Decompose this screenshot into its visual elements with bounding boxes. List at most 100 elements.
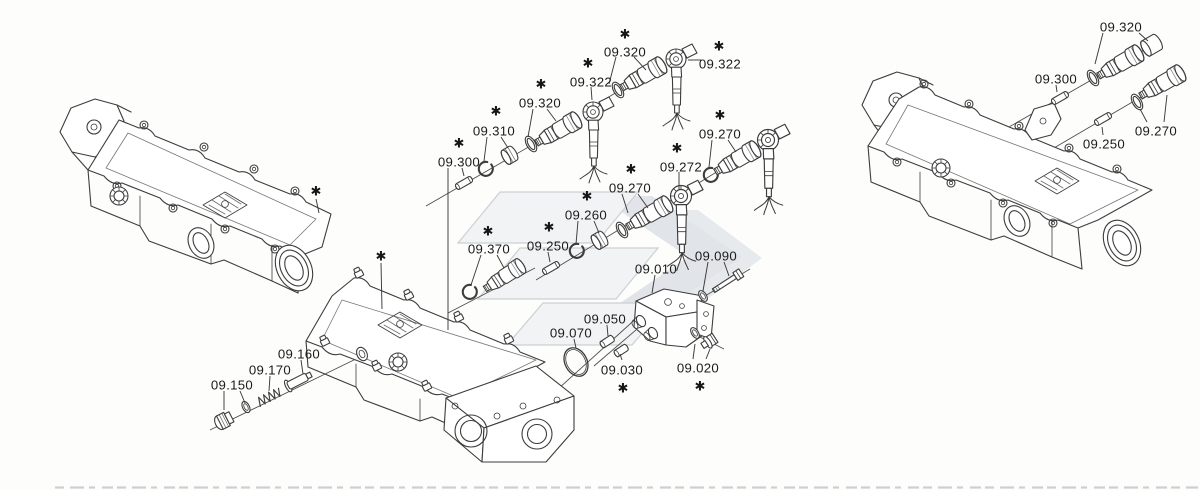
part-piston-09030 [612,342,630,359]
asterisk-09.260: ✱ [582,190,593,205]
leader-line-09.320-right [1138,32,1149,42]
asterisk-09.322-left: ✱ [583,57,594,72]
part-label-09.322-right: 09.322 [699,57,741,72]
leader-line-09.320-top [633,56,647,71]
part-sensor-09270 [1135,62,1189,105]
leader-line-09.370 [496,254,505,269]
leader-line-09.090 [702,261,709,292]
leader-line-09.090 [723,261,730,277]
leader-line-asterisk-0 [315,198,320,214]
left-housing-open-bore [187,227,215,259]
callout-layer: 09.320 ✱ 09.322 ✱ 09.322 ✱ 09.320 ✱ 09.310 ✱ 09.30… [211,20,1177,410]
asterisk-09.020: ✱ [695,380,706,395]
middle-housing-lower-bores [451,396,561,450]
asterisk-standalone-0: ✱ [311,185,322,200]
watermark [456,191,762,346]
part-label-09.030: 09.030 [601,363,643,378]
leader-line-09.260 [593,220,600,234]
part-label-09.310: 09.310 [473,124,515,139]
valve-block [593,288,715,367]
part-connector-09322 [579,96,615,184]
part-label-09.320-top: 09.320 [604,45,646,60]
leader-line-09.310 [483,136,488,162]
leader-line-asterisk-1 [380,262,383,310]
asterisk-09.300-mid: ✱ [454,137,465,152]
part-sensor-09320 [616,54,670,97]
part-pin-09300 [453,175,474,191]
part-label-09.250-mid: 09.250 [527,239,569,254]
middle-housing-knurled-boss [388,352,408,372]
leader-line-09.270-upper [727,139,737,153]
leader-line-09.270-right [1163,94,1168,123]
left-housing-main-bore [274,244,314,292]
right-housing-knurled-boss [931,158,951,178]
part-label-09.270-lower: 09.270 [609,181,651,196]
asterisk-09.370: ✱ [483,225,494,240]
leader-line-09.160 [300,359,304,375]
leader-line-09.310 [500,136,509,149]
part-label-09.090: 09.090 [695,249,737,264]
right-housing-gasket-line [885,104,1139,225]
part-oring-09320 [1084,67,1102,89]
part-washer-09150 [239,399,253,415]
middle-housing-detent-bore [355,346,369,362]
part-label-09.272-left: 09.272 [660,160,702,175]
part-label-09.370: 09.370 [468,242,510,257]
leader-line-09.300-right [1055,84,1058,93]
asterisk-standalone-1: ✱ [376,250,387,265]
right-housing-bolt-holes [892,79,1122,228]
valve-block-port [643,326,659,341]
leader-line-09.370 [470,254,482,286]
part-plug-09150 [211,409,236,432]
asterisk-09.310: ✱ [491,105,502,120]
part-ring-09310 [498,144,521,167]
asterisk-09.320-mid: ✱ [536,78,547,93]
part-label-09.260: 09.260 [565,208,607,223]
leader-line-09.260 [575,220,579,245]
leader-line-09.070 [573,338,577,349]
middle-housing-gasket-line [321,299,537,399]
middle-housing [305,265,575,463]
leader-line-09.320-mid [546,108,557,122]
asterisk-09.270-upper: ✱ [715,109,726,124]
leader-line-09.270-lower [621,193,629,214]
part-label-09.270-right: 09.270 [1135,124,1177,139]
leader-line-09.250-mid [547,251,551,263]
part-label-09.300-mid: 09.300 [438,155,480,170]
parts [211,32,1189,432]
part-label-09.320-mid: 09.320 [519,96,561,111]
left-housing-gasket-line [105,132,317,246]
leader-line-09.020 [705,348,711,360]
part-label-09.160: 09.160 [278,347,320,362]
part-label-09.170: 09.170 [249,363,291,378]
part-sensor-09270 [710,138,764,181]
left-housing-top-face [87,119,332,257]
right-housing-open-bore [1003,205,1031,237]
leader-line-09.270-upper [708,139,713,168]
right-housing-main-bore [1102,219,1142,267]
leader-line-09.170 [268,375,271,392]
right-housing-tab [1024,102,1062,141]
part-pin-09300 [1049,90,1070,106]
part-pin-09250 [1092,111,1113,127]
part-label-09.322-left: 09.322 [570,75,612,90]
leader-line-09.010 [651,274,656,294]
part-label-09.320-right: 09.320 [1100,20,1142,35]
part-label-09.010: 09.010 [635,262,677,277]
asterisk-09.270-lower: ✱ [626,163,637,178]
left-housing [59,98,332,294]
leader-line-09.270-right [1139,108,1148,123]
part-label-09.150: 09.150 [211,378,253,393]
leader-line-09.300-mid [461,167,465,177]
leader-line-09.320-mid [527,108,534,138]
asterisk-09.272-left: ✱ [672,142,683,157]
asterisk-09.322-right: ✱ [714,40,725,55]
part-sensor-09320 [531,109,585,152]
asterisk-09.030: ✱ [618,382,629,397]
asterisk-09.320-top: ✱ [620,28,631,43]
asterisk-09.250-mid: ✱ [544,221,555,236]
leader-line-09.322-left [590,86,593,101]
part-label-09.070: 09.070 [550,326,592,341]
leader-line-09.250-right [1101,126,1104,136]
